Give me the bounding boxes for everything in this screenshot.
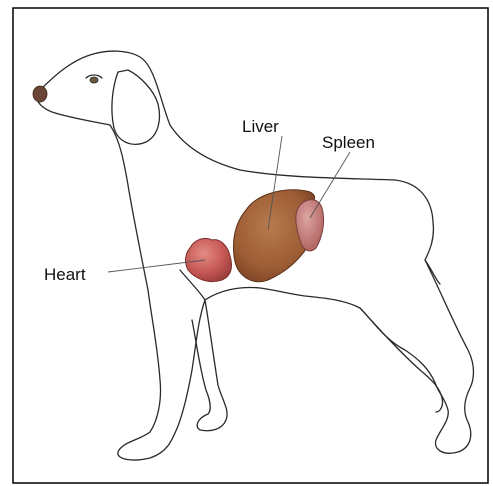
spleen-label: Spleen (322, 133, 375, 152)
spleen-leader-line (310, 152, 350, 218)
eye (90, 77, 98, 83)
nose (33, 86, 47, 102)
heart-label: Heart (44, 265, 86, 284)
heart-organ (186, 238, 232, 281)
liver-label: Liver (242, 117, 279, 136)
